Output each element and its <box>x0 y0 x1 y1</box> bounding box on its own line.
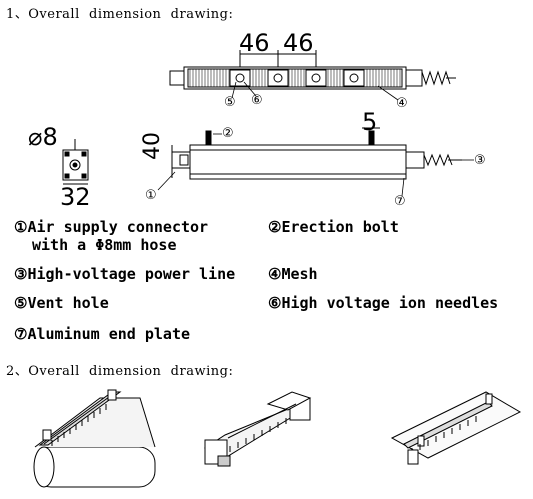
end-view <box>62 139 89 185</box>
legend-item-7: ⑦Aluminum end plate <box>14 325 191 343</box>
legend-item-1-line-2: with a Φ8mm hose <box>32 236 177 254</box>
callout-5: ⑤ <box>224 95 236 110</box>
callout-1: ① <box>145 188 157 203</box>
section-title-2: 2、Overall dimension drawing: <box>6 364 234 379</box>
dimension-height: 40 <box>140 132 165 160</box>
mounting-illustration-roller <box>33 389 156 488</box>
dimension-spacing-b: 46 <box>283 29 314 57</box>
legend-item-2: ②Erection bolt <box>268 218 399 236</box>
callout-2: ② <box>222 126 234 141</box>
legend-item-5: ⑤Vent hole <box>14 294 109 312</box>
dimension-spacing-a: 46 <box>239 29 270 57</box>
legend-item-3: ③High-voltage power line <box>14 265 236 283</box>
legend-item-6: ⑥High voltage ion needles <box>268 294 499 312</box>
ionizer-bar-side <box>171 127 462 180</box>
legend-item-4: ④Mesh <box>268 265 318 283</box>
callout-4: ④ <box>396 96 408 111</box>
dimension-end-diameter: ⌀8 <box>28 123 58 151</box>
section-title-1: 1、Overall dimension drawing: <box>6 7 234 22</box>
mounting-illustration-bracket <box>203 391 312 467</box>
legend-item-1-line-1: ①Air supply connector <box>14 218 209 236</box>
mounting-illustration-plate <box>390 391 522 465</box>
ionizer-bar-top <box>169 66 456 90</box>
callout-7: ⑦ <box>394 194 406 209</box>
callout-3: ③ <box>474 153 486 168</box>
dimension-top-width: 5 <box>362 108 378 136</box>
dimension-end-width: 32 <box>60 183 91 211</box>
callout-6: ⑥ <box>251 93 263 108</box>
